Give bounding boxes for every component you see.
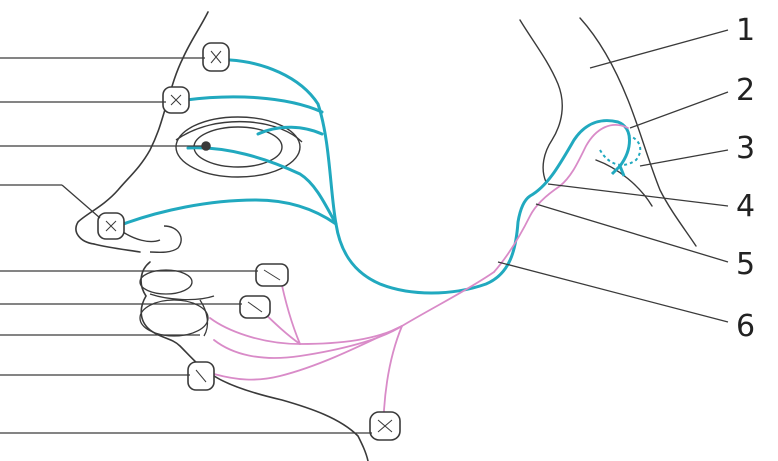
ganglion-1 [203, 43, 229, 71]
label-3: 3 [736, 131, 755, 166]
ganglion-4 [256, 264, 288, 286]
left-leader-lines [0, 58, 372, 433]
leader-1 [590, 30, 728, 68]
right-leader-lines [498, 30, 728, 322]
leader-2 [630, 92, 728, 128]
leader-5 [536, 204, 728, 262]
nerve-blue [118, 60, 630, 293]
ganglion-3 [98, 213, 124, 239]
leader-6 [498, 262, 728, 322]
nose-detail [120, 226, 181, 252]
left-leader-4b [62, 185, 100, 218]
nerve-blue-dashed-loop [600, 136, 640, 165]
mouth-region [140, 270, 214, 336]
ganglion-2 [163, 87, 189, 113]
label-4: 4 [736, 189, 755, 224]
ganglion-6 [188, 362, 214, 390]
leader-3 [640, 150, 728, 166]
ganglion-5 [240, 296, 270, 318]
number-labels: 1 2 3 4 5 6 [736, 13, 755, 344]
label-2: 2 [736, 73, 755, 108]
ganglion-7 [370, 412, 400, 440]
ear-outline [520, 18, 696, 246]
label-1: 1 [736, 13, 755, 48]
label-6: 6 [736, 309, 755, 344]
label-5: 5 [736, 247, 755, 282]
